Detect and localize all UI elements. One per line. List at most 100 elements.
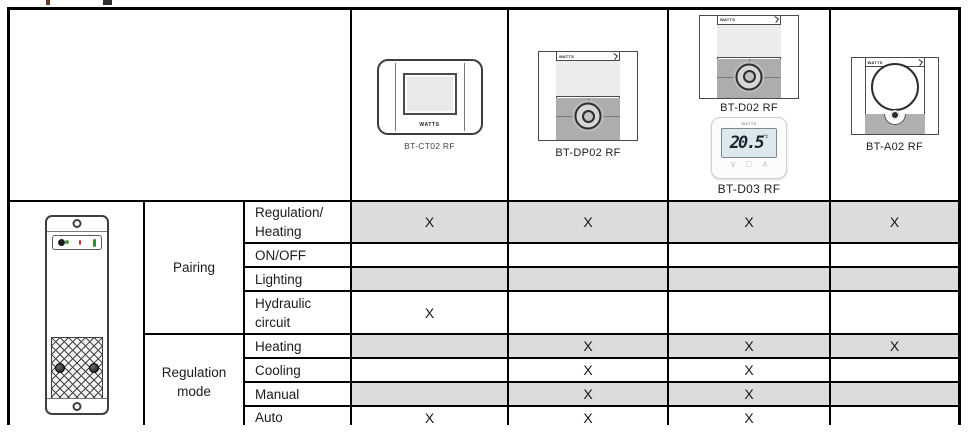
- mark-cell: [831, 407, 958, 428]
- lcd-unit: °c: [763, 133, 769, 140]
- mark-cell: X: [352, 202, 507, 242]
- mark-cell: [352, 383, 507, 405]
- mark-cell: [352, 244, 507, 266]
- bt-ct02-device-image: WATTS: [376, 59, 483, 135]
- up-arrow-icon: ∧: [761, 158, 769, 169]
- header-empty-cell: [10, 10, 350, 200]
- mark-cell: [669, 268, 829, 290]
- section-label-pairing: Pairing: [145, 202, 243, 333]
- dial-center: [742, 70, 756, 83]
- device-buttons-area: [717, 58, 781, 98]
- screw-icon: [88, 363, 99, 373]
- mark-cell: X: [509, 202, 667, 242]
- pairing-button-icon: [56, 238, 66, 247]
- mark-cell: X: [352, 292, 507, 333]
- mark-cell: [509, 268, 667, 290]
- device-buttons-area: [556, 98, 620, 140]
- device-label-bt-dp02: BT-DP02 RF: [555, 147, 621, 159]
- device-top-bar: WATTS: [556, 52, 620, 61]
- mark-cell: X: [509, 407, 667, 428]
- mark-cell: X: [352, 407, 507, 428]
- dial-button: [735, 63, 763, 90]
- section-label-regulation-mode: Regulation mode: [145, 335, 243, 428]
- mark-cell: [831, 292, 958, 333]
- header-cell-bt-dp02: WATTS BT-DP02 RF: [509, 10, 667, 200]
- mark-cell: X: [669, 335, 829, 357]
- mark-cell: [509, 292, 667, 333]
- mark-cell: X: [509, 335, 667, 357]
- row-label-auto: Auto: [245, 407, 350, 428]
- receiver-vent-grid: [50, 337, 103, 399]
- mounting-hole: [72, 219, 81, 228]
- mark-cell: X: [669, 407, 829, 428]
- receiver-cell: [10, 202, 143, 428]
- mark-cell: [509, 244, 667, 266]
- lcd-temperature-value: 20.5: [729, 132, 765, 153]
- watts-logo: WATTS: [867, 59, 883, 65]
- watts-logo: WATTS: [419, 122, 440, 128]
- header-cell-bt-ct02: WATTS BT-CT02 RF: [352, 10, 507, 200]
- mark-cell: [831, 383, 958, 405]
- mark-cell: X: [669, 359, 829, 381]
- header-cell-bt-a02: WATTS BT-A02 RF: [831, 10, 958, 200]
- lcd-display: 20.5 °c: [721, 127, 777, 158]
- green-led-icon: [93, 238, 96, 247]
- mark-cell: [669, 292, 829, 333]
- dial-center: [581, 109, 595, 123]
- device-body: WATTS: [717, 16, 781, 98]
- dial-wheel: [870, 62, 919, 111]
- antenna-icon: [611, 52, 618, 60]
- screw-icon: [54, 363, 65, 373]
- row-label-manual: Manual: [245, 383, 350, 405]
- device-label-bt-d03: BT-D03 RF: [717, 181, 781, 196]
- bezel-line: [394, 63, 396, 131]
- receiver-led-panel: [51, 235, 102, 250]
- row-label-hydraulic-circuit: Hydraulic circuit: [245, 292, 350, 333]
- mark-cell: [352, 335, 507, 357]
- touch-buttons: ∨ □ ∧: [729, 158, 769, 169]
- bt-d02-device-image: WATTS: [699, 14, 799, 99]
- bt-d03-device-image: WATTS 20.5 °c ∨ □ ∧: [711, 116, 787, 179]
- mark-cell: [831, 359, 958, 381]
- ok-square-icon: □: [746, 158, 752, 169]
- mark-cell: [669, 244, 829, 266]
- device-top-bar: WATTS: [717, 16, 781, 25]
- bezel-line: [864, 58, 866, 134]
- clipped-heading-fragment: [46, 0, 50, 5]
- mounting-hole: [72, 402, 81, 411]
- clipped-heading-fragment: [103, 0, 112, 5]
- antenna-icon: [772, 16, 779, 23]
- down-arrow-icon: ∨: [729, 158, 737, 169]
- device-screen: [556, 61, 620, 97]
- compatibility-table: WATTS BT-CT02 RF WATTS: [7, 7, 961, 428]
- row-label-on-off: ON/OFF: [245, 244, 350, 266]
- mark-cell: X: [669, 202, 829, 242]
- watts-logo: WATTS: [720, 17, 736, 22]
- device-screen: [402, 73, 457, 115]
- device-screen: [717, 24, 781, 58]
- mark-cell: X: [831, 335, 958, 357]
- mark-cell: [831, 268, 958, 290]
- mark-cell: X: [831, 202, 958, 242]
- mark-cell: [831, 244, 958, 266]
- bezel-line: [923, 58, 925, 134]
- mark-cell: X: [509, 383, 667, 405]
- antenna-icon: [915, 58, 923, 66]
- watts-logo: WATTS: [559, 53, 575, 59]
- device-label-bt-d02: BT-D02 RF: [720, 101, 778, 114]
- device-body: WATTS: [556, 52, 620, 140]
- red-led-icon: [78, 240, 82, 245]
- mark-cell: [352, 359, 507, 381]
- mark-cell: X: [509, 359, 667, 381]
- mark-cell: [352, 268, 507, 290]
- row-label-cooling: Cooling: [245, 359, 350, 381]
- device-body: WATTS: [864, 58, 925, 134]
- mark-cell: X: [669, 383, 829, 405]
- bt-a02-device-image: WATTS: [850, 57, 939, 135]
- dial-button: [574, 102, 602, 130]
- separator-line: [46, 231, 107, 232]
- device-label-bt-a02: BT-A02 RF: [865, 141, 924, 153]
- device-label-bt-ct02: BT-CT02 RF: [404, 141, 455, 151]
- header-cell-bt-d02-d03: WATTS BT-D02 RF WATTS: [669, 10, 829, 200]
